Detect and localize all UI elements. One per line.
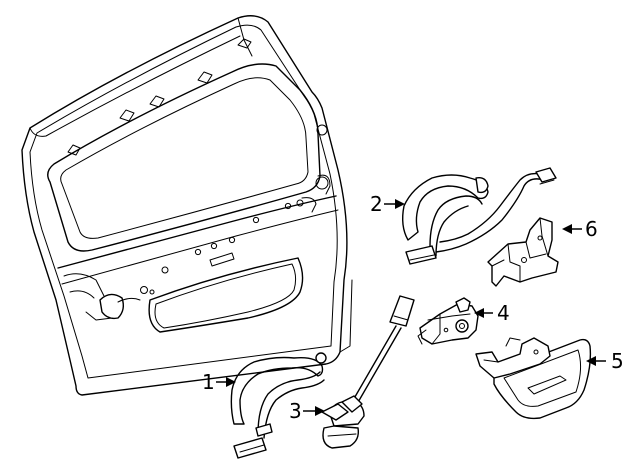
callout-1-label: 1 bbox=[202, 370, 215, 394]
callout-4-label: 4 bbox=[497, 301, 510, 325]
callout-6-label: 6 bbox=[585, 217, 598, 241]
callout-1: 1 bbox=[202, 370, 236, 394]
part-1-wire-harness bbox=[230, 352, 327, 459]
callout-3-label: 3 bbox=[289, 399, 302, 423]
callout-5: 5 bbox=[586, 349, 624, 373]
callout-2: 2 bbox=[370, 192, 405, 216]
part-3-socket bbox=[321, 295, 415, 449]
part-5-lamp bbox=[475, 337, 592, 420]
part-4-latch bbox=[417, 297, 479, 345]
callout-5-label: 5 bbox=[611, 349, 624, 373]
part-2-wire-harness bbox=[401, 167, 557, 265]
part-6-bracket bbox=[487, 217, 559, 287]
callout-2-label: 2 bbox=[370, 192, 383, 216]
callout-4: 4 bbox=[474, 301, 510, 325]
callout-3: 3 bbox=[289, 399, 325, 423]
liftgate-panel bbox=[21, 15, 353, 396]
callout-6: 6 bbox=[562, 217, 598, 241]
